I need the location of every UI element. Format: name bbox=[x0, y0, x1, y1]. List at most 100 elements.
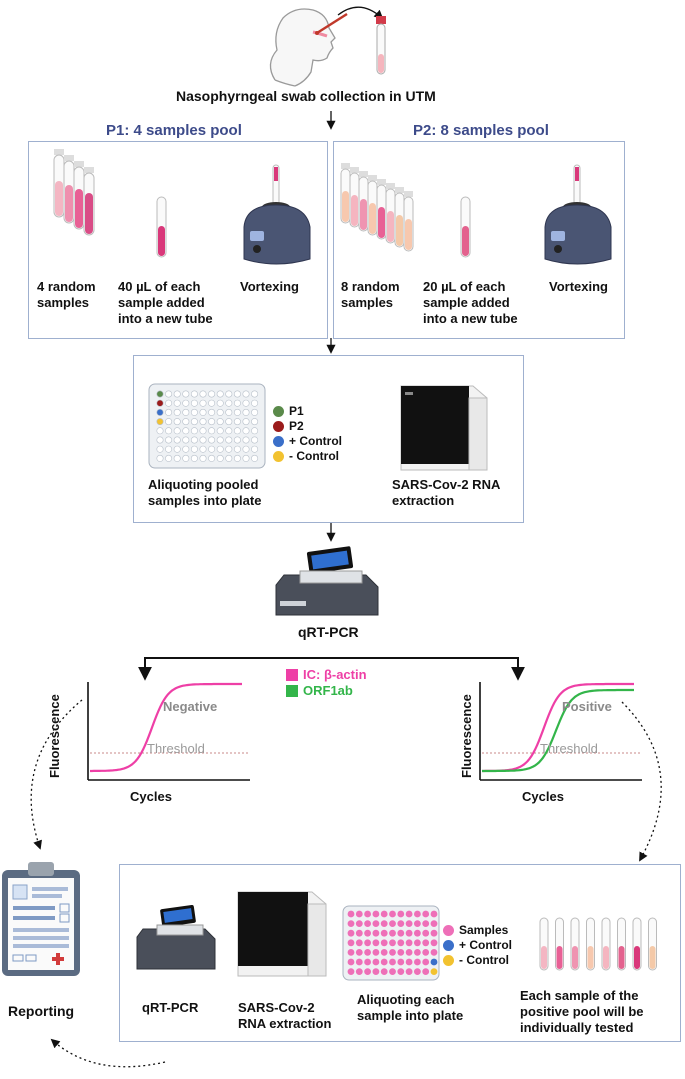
plate-well bbox=[165, 408, 173, 416]
retest-positive-control-dot-icon bbox=[443, 939, 454, 951]
individual-tube-liquid bbox=[649, 946, 656, 969]
retest-plate-well bbox=[364, 910, 371, 918]
legend-ic-actin: IC: β-actin bbox=[286, 667, 367, 682]
retest-plate-well bbox=[347, 929, 355, 937]
plate-well bbox=[242, 390, 250, 398]
clipboard-report-icon bbox=[2, 862, 80, 976]
plate-well bbox=[208, 427, 216, 435]
plate-well bbox=[190, 445, 198, 453]
individual-tube-liquid bbox=[587, 946, 594, 969]
retest-plate-well bbox=[347, 958, 355, 966]
p1-sample-tubes-icon bbox=[53, 149, 95, 236]
plate-well bbox=[156, 445, 164, 453]
plate-well bbox=[225, 436, 233, 444]
plate-well bbox=[173, 445, 181, 453]
positive-ylabel: Fluorescence bbox=[459, 694, 474, 778]
plate-well bbox=[199, 436, 207, 444]
individual-tubes-icon bbox=[539, 917, 657, 971]
p2-vortexer-icon bbox=[544, 164, 612, 265]
p2-illustration bbox=[340, 163, 612, 265]
p2-sample-tubes-icon bbox=[340, 163, 414, 252]
negative-control-dot-icon bbox=[273, 450, 284, 462]
retest-plate-well bbox=[355, 939, 363, 947]
retest-plate-well bbox=[430, 958, 438, 966]
plate-well bbox=[165, 427, 173, 435]
plate-well bbox=[199, 399, 207, 407]
plate-well bbox=[208, 408, 216, 416]
retest-plate-well bbox=[422, 958, 430, 966]
retest-plate-well bbox=[389, 968, 396, 975]
plate-well bbox=[233, 418, 241, 426]
plate-well bbox=[225, 454, 233, 462]
plate-well bbox=[173, 418, 181, 426]
retest-plate-well bbox=[405, 929, 413, 937]
plate-well bbox=[208, 436, 216, 444]
amplification-curve-orf1ab bbox=[482, 688, 634, 773]
swab-stick-icon bbox=[316, 12, 348, 35]
negative-threshold-label: Threshold bbox=[147, 741, 205, 756]
plate-well bbox=[182, 408, 190, 416]
retest-qpcr-icon bbox=[136, 905, 216, 970]
retest-plate-well bbox=[405, 910, 413, 918]
plate-well bbox=[173, 399, 181, 407]
qpcr-machine-icon bbox=[275, 546, 379, 616]
plate-well bbox=[225, 390, 233, 398]
negative-annotation: Negative bbox=[163, 699, 218, 714]
retest-plate-well bbox=[355, 929, 363, 937]
plate-well bbox=[190, 390, 198, 398]
plate-well bbox=[233, 436, 241, 444]
qpcr-split-bracket bbox=[144, 657, 519, 672]
plate-well bbox=[156, 436, 164, 444]
retest-plate-well bbox=[405, 939, 413, 947]
retest-plate-well bbox=[405, 958, 413, 966]
retest-plate-well bbox=[380, 920, 388, 927]
p2-pooled-tube-icon bbox=[460, 196, 471, 258]
retest-plate-well bbox=[372, 968, 380, 975]
retest-plate-well bbox=[389, 920, 396, 927]
plate-well bbox=[156, 399, 164, 407]
plate-well bbox=[190, 427, 198, 435]
ic-actin-square-icon bbox=[286, 668, 298, 681]
retest-plate-well bbox=[347, 949, 355, 956]
plate-well bbox=[216, 408, 224, 416]
legend-p1: P1 bbox=[273, 404, 304, 418]
retest-plate-well bbox=[355, 968, 363, 975]
p1-step3-caption: Vortexing bbox=[240, 279, 299, 294]
plate-well bbox=[251, 436, 259, 444]
retest-plate-well bbox=[422, 910, 430, 918]
plate-well bbox=[156, 408, 164, 416]
plate-well bbox=[216, 454, 224, 462]
plate-well bbox=[173, 454, 181, 462]
positive-chart bbox=[479, 682, 642, 781]
plate-well bbox=[173, 427, 181, 435]
p2-dot-icon bbox=[273, 420, 284, 432]
p1-dot-icon bbox=[273, 405, 284, 417]
retest-plate-well bbox=[372, 920, 380, 927]
negative-xlabel: Cycles bbox=[130, 789, 172, 804]
retest-plate-well bbox=[355, 920, 363, 927]
retest-plate-well bbox=[347, 939, 355, 947]
retest-plate-well bbox=[372, 958, 380, 966]
plate-well bbox=[199, 390, 207, 398]
plate-well bbox=[199, 418, 207, 426]
individual-tube-liquid bbox=[541, 946, 547, 969]
retest-legend-positive-control: + Control bbox=[443, 938, 512, 952]
retest-plate-well bbox=[397, 958, 405, 966]
plate-well bbox=[182, 445, 190, 453]
plate-well bbox=[165, 436, 173, 444]
plate-well bbox=[233, 454, 241, 462]
p1-pooled-tube-icon bbox=[156, 196, 167, 258]
plate-well bbox=[182, 418, 190, 426]
utm-tube-icon bbox=[376, 16, 386, 75]
plate-well bbox=[233, 408, 241, 416]
head-profile-icon bbox=[269, 8, 336, 87]
retest-plate-well bbox=[422, 939, 430, 947]
p1-vortexer-icon bbox=[243, 164, 311, 265]
plate-well bbox=[251, 408, 259, 416]
retest-plate-well bbox=[364, 958, 371, 966]
plate-well bbox=[182, 427, 190, 435]
